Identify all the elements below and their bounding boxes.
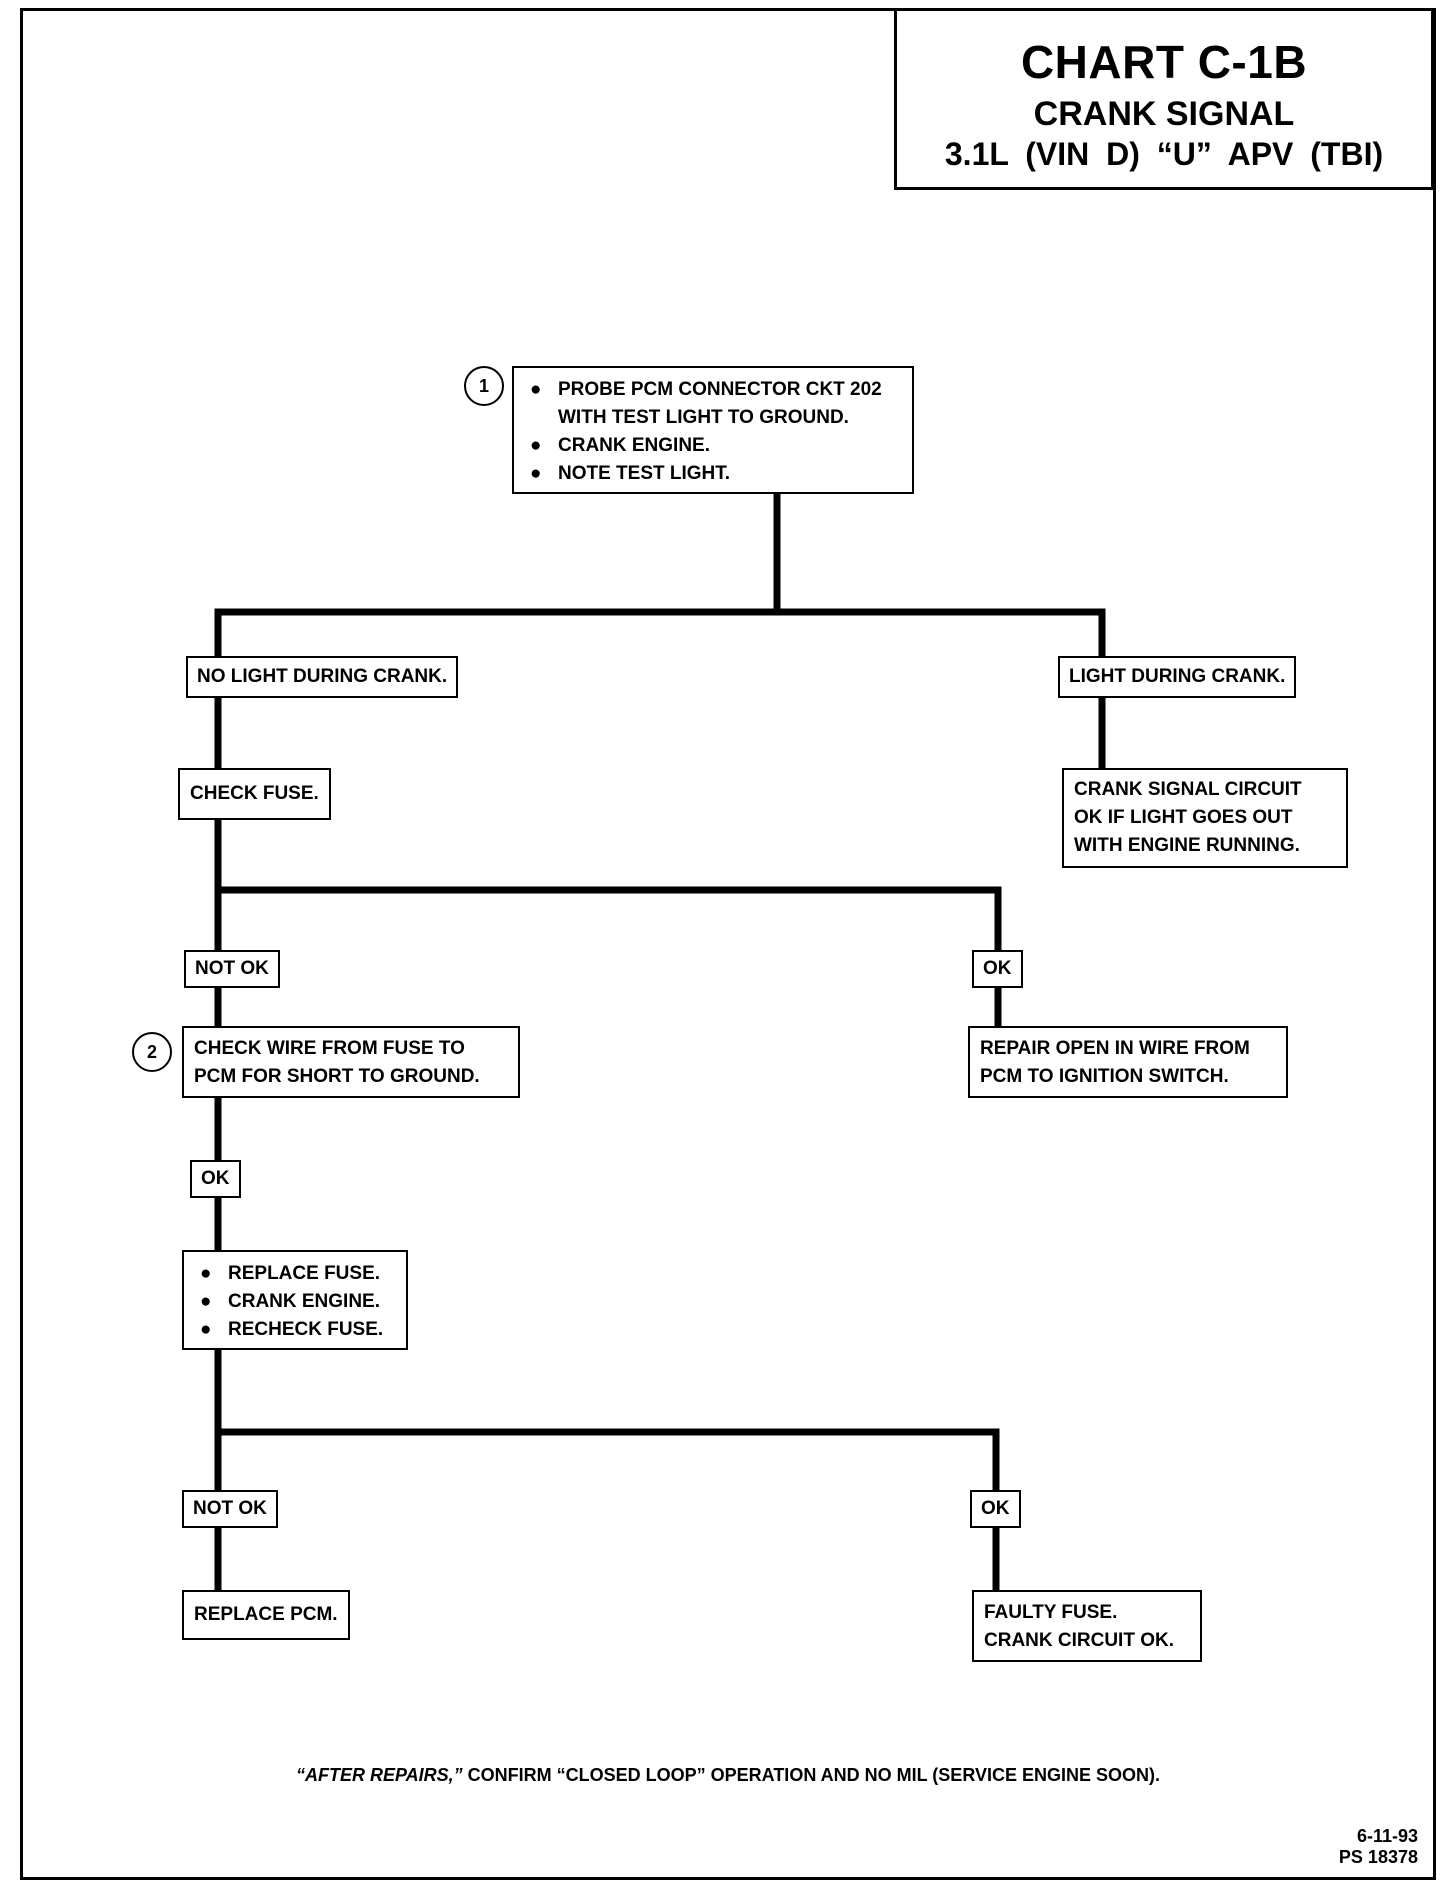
replace-item: ●CRANK ENGINE. bbox=[194, 1288, 396, 1316]
step1-item: ●CRANK ENGINE. bbox=[524, 432, 902, 460]
repair-open-box: REPAIR OPEN IN WIRE FROM PCM TO IGNITION… bbox=[968, 1026, 1288, 1098]
step1-box: ●PROBE PCM CONNECTOR CKT 202 WITH TEST L… bbox=[512, 366, 914, 494]
bullet-icon: ● bbox=[200, 1291, 212, 1312]
not-ok-label-2: NOT OK bbox=[182, 1490, 278, 1528]
bullet-icon: ● bbox=[530, 435, 542, 456]
bullet-icon: ● bbox=[530, 379, 542, 400]
after-repairs-text: CONFIRM “CLOSED LOOP” OPERATION AND NO M… bbox=[462, 1765, 1161, 1785]
chart-reference: PS 18378 bbox=[1338, 1847, 1418, 1867]
faulty-fuse-box: FAULTY FUSE. CRANK CIRCUIT OK. bbox=[972, 1590, 1202, 1662]
step-number-1: 1 bbox=[464, 366, 504, 406]
bullet-icon: ● bbox=[530, 463, 542, 484]
step1-item: ●PROBE PCM CONNECTOR CKT 202 bbox=[524, 376, 902, 404]
crank-signal-ok-box: CRANK SIGNAL CIRCUIT OK IF LIGHT GOES OU… bbox=[1062, 768, 1348, 868]
check-wire-box: CHECK WIRE FROM FUSE TO PCM FOR SHORT TO… bbox=[182, 1026, 520, 1098]
replace-item: ●REPLACE FUSE. bbox=[194, 1260, 396, 1288]
light-during-crank: LIGHT DURING CRANK. bbox=[1058, 656, 1297, 698]
chart-title-block: CHART C-1B CRANK SIGNAL 3.1L (VIN D) “U”… bbox=[894, 8, 1434, 190]
not-ok-label-1: NOT OK bbox=[184, 950, 280, 988]
ok-label-3: OK bbox=[970, 1490, 1021, 1528]
reference-block: 6-11-93 PS 18378 bbox=[1339, 1826, 1418, 1868]
replace-item: ●RECHECK FUSE. bbox=[194, 1316, 396, 1344]
replace-pcm-box: REPLACE PCM. bbox=[182, 1590, 350, 1640]
chart-vehicle: 3.1L (VIN D) “U” APV (TBI) bbox=[944, 136, 1384, 172]
chart-date: 6-11-93 bbox=[1356, 1826, 1418, 1846]
chart-subtitle: CRANK SIGNAL bbox=[1033, 95, 1295, 133]
step1-item-continuation: WITH TEST LIGHT TO GROUND. bbox=[558, 407, 849, 428]
after-repairs-note: “AFTER REPAIRS,” CONFIRM “CLOSED LOOP” O… bbox=[0, 1765, 1456, 1786]
step1-item: ●NOTE TEST LIGHT. bbox=[524, 460, 902, 488]
page-border bbox=[20, 8, 1436, 1880]
no-light-during-crank: NO LIGHT DURING CRANK. bbox=[186, 656, 459, 698]
bullet-icon: ● bbox=[200, 1263, 212, 1284]
check-fuse-box: CHECK FUSE. bbox=[178, 768, 331, 820]
ok-label-1: OK bbox=[972, 950, 1023, 988]
bullet-icon: ● bbox=[200, 1319, 212, 1340]
step-number-2: 2 bbox=[132, 1032, 172, 1072]
chart-title: CHART C-1B bbox=[1020, 36, 1308, 88]
ok-label-2: OK bbox=[190, 1160, 241, 1198]
replace-fuse-box: ●REPLACE FUSE. ●CRANK ENGINE. ●RECHECK F… bbox=[182, 1250, 408, 1350]
after-repairs-emphasis: “AFTER REPAIRS,” bbox=[295, 1765, 463, 1785]
